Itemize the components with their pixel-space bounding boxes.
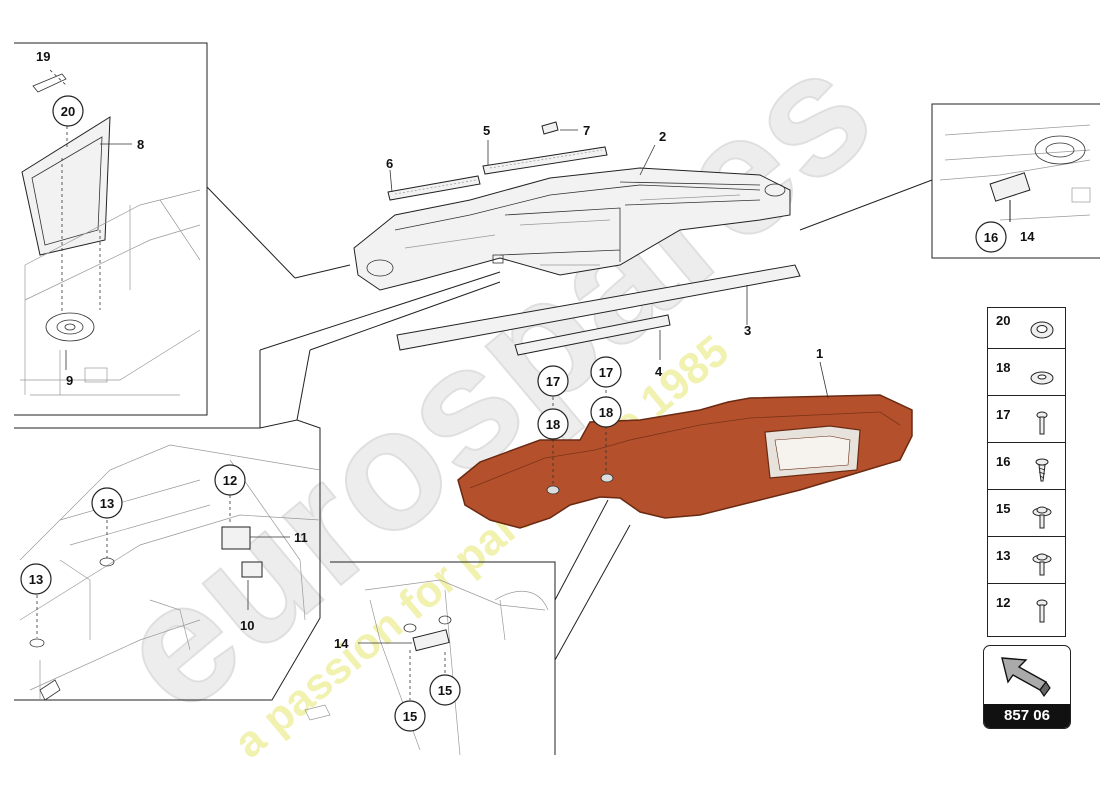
callout-7: 7 bbox=[583, 123, 590, 138]
svg-text:15: 15 bbox=[403, 709, 417, 724]
clip-part bbox=[32, 73, 67, 93]
callout-19: 19 bbox=[36, 49, 50, 64]
legend-number: 13 bbox=[996, 548, 1011, 563]
leader-lines bbox=[65, 129, 829, 644]
direction-arrow-icon bbox=[1001, 657, 1051, 698]
trim-panel bbox=[21, 116, 111, 256]
circle-callout-16: 16 bbox=[975, 221, 1007, 253]
trim-strip-long bbox=[396, 264, 801, 351]
callout-2: 2 bbox=[659, 129, 666, 144]
fastener-legend: 20 18 17 16 15 1 bbox=[987, 307, 1066, 637]
legend-number: 15 bbox=[996, 501, 1011, 516]
circle-callout-17-right: 17 bbox=[590, 356, 622, 388]
circle-callout-18-right: 18 bbox=[590, 396, 622, 428]
legend-number: 16 bbox=[996, 454, 1011, 469]
detail-frame-top-left bbox=[14, 42, 351, 416]
tapping-screw-icon bbox=[1035, 458, 1049, 482]
callout-14-bottom: 14 bbox=[334, 636, 349, 651]
control-module bbox=[221, 526, 251, 550]
grommet-icon bbox=[1030, 321, 1054, 339]
legend-number: 18 bbox=[996, 360, 1011, 375]
callout-5: 5 bbox=[483, 123, 490, 138]
circle-callout-17-left: 17 bbox=[537, 365, 569, 397]
vent-left bbox=[387, 175, 481, 201]
legend-number: 17 bbox=[996, 407, 1011, 422]
svg-text:17: 17 bbox=[599, 365, 613, 380]
circle-callout-15-left: 15 bbox=[394, 700, 426, 732]
callout-8: 8 bbox=[137, 137, 144, 152]
svg-text:20: 20 bbox=[61, 104, 75, 119]
callout-11: 11 bbox=[294, 530, 308, 545]
trim-strip-short bbox=[514, 314, 671, 356]
svg-text:17: 17 bbox=[546, 374, 560, 389]
bracket-part bbox=[412, 629, 450, 652]
legend-row: 17 bbox=[988, 402, 1065, 443]
circle-callout-13-lower: 13 bbox=[20, 563, 52, 595]
legend-row: 15 bbox=[988, 496, 1065, 537]
washer-icon bbox=[1030, 371, 1054, 385]
screw-icon bbox=[1036, 411, 1048, 435]
callout-1: 1 bbox=[816, 346, 823, 361]
svg-text:18: 18 bbox=[599, 405, 613, 420]
legend-row: 20 bbox=[988, 308, 1065, 349]
legend-row: 16 bbox=[988, 449, 1065, 490]
legend-number: 12 bbox=[996, 595, 1011, 610]
watermark: eurospares a passion for parts since 198… bbox=[81, 13, 907, 768]
circle-callout-18-left: 18 bbox=[537, 408, 569, 440]
circle-callout-20: 20 bbox=[52, 95, 84, 127]
circle-callout-15-right: 15 bbox=[429, 674, 461, 706]
dashboard-carrier bbox=[353, 167, 791, 291]
legend-number: 20 bbox=[996, 313, 1011, 328]
legend-row: 18 bbox=[988, 355, 1065, 396]
detail-frame-bottom-left bbox=[14, 419, 321, 701]
callout-labels: 19 8 9 6 5 7 2 3 4 1 14 11 10 14 bbox=[36, 49, 1035, 651]
callout-9: 9 bbox=[66, 373, 73, 388]
speaker-ring bbox=[45, 312, 95, 342]
callout-3: 3 bbox=[744, 323, 751, 338]
reference-code: 857 06 bbox=[984, 704, 1070, 728]
legend-row: 13 bbox=[988, 543, 1065, 584]
bracket-part bbox=[241, 561, 263, 578]
svg-text:15: 15 bbox=[438, 683, 452, 698]
reference-box: 857 06 bbox=[983, 645, 1071, 729]
callout-6: 6 bbox=[386, 156, 393, 171]
svg-text:12: 12 bbox=[223, 473, 237, 488]
circle-callout-12: 12 bbox=[214, 464, 246, 496]
small-clip bbox=[541, 121, 559, 135]
circled-callouts: 20 16 17 17 18 18 12 13 bbox=[20, 95, 1007, 732]
vent-center bbox=[482, 146, 608, 175]
svg-text:18: 18 bbox=[546, 417, 560, 432]
flange-screw-icon bbox=[1032, 553, 1052, 576]
svg-text:13: 13 bbox=[29, 572, 43, 587]
screw-icon bbox=[1036, 599, 1048, 623]
svg-text:13: 13 bbox=[100, 496, 114, 511]
svg-text:16: 16 bbox=[984, 230, 998, 245]
legend-row: 12 bbox=[988, 590, 1065, 630]
watermark-main-text: eurospares bbox=[82, 14, 906, 749]
detail-frame-top-right bbox=[799, 103, 1100, 259]
callout-4: 4 bbox=[655, 364, 663, 379]
bracket-part bbox=[989, 172, 1031, 202]
detail-frame-bottom-center bbox=[304, 499, 631, 756]
flange-screw-icon bbox=[1032, 506, 1052, 529]
callout-14-top: 14 bbox=[1020, 229, 1035, 244]
callout-10: 10 bbox=[240, 618, 254, 633]
dashboard-top-cover bbox=[457, 394, 913, 529]
circle-callout-13-upper: 13 bbox=[91, 487, 123, 519]
